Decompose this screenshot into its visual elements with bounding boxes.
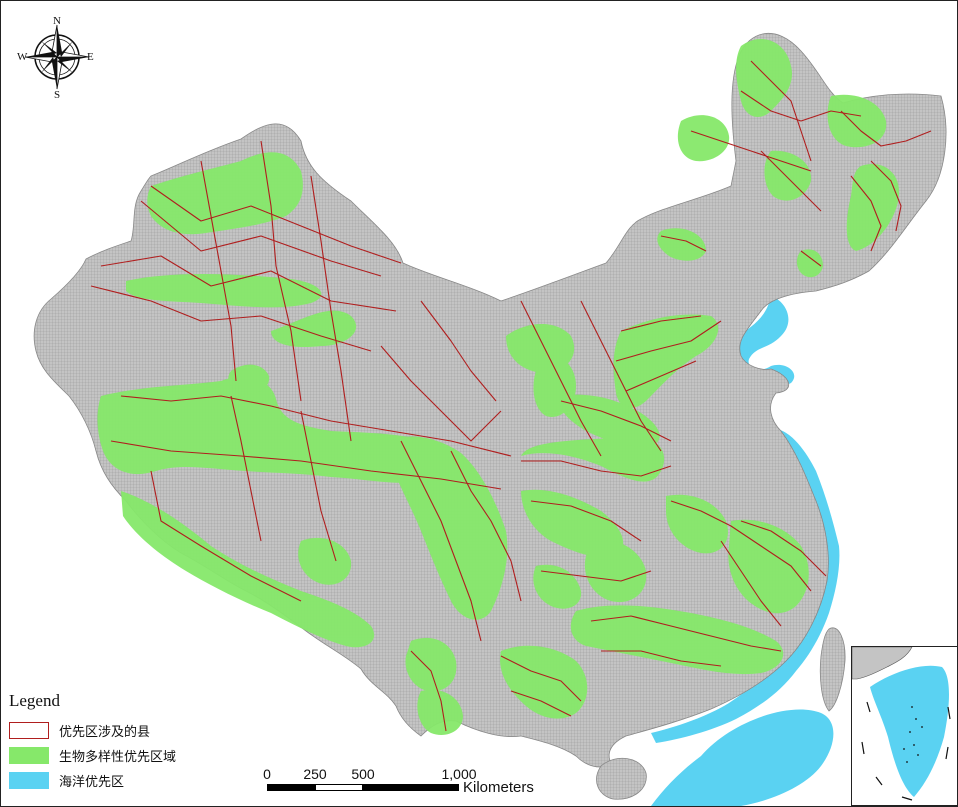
scale-segment xyxy=(363,784,459,791)
county-boundaries xyxy=(90,60,932,732)
scale-tick: 1,000 xyxy=(441,766,477,782)
scale-segment xyxy=(315,784,363,791)
legend-item-biodiversity: 生物多样性优先区域 xyxy=(9,744,249,766)
scale-tick: 250 xyxy=(303,766,327,782)
compass-west-label: W xyxy=(17,51,28,63)
biodiversity-swatch xyxy=(9,746,49,764)
county-boundary-swatch xyxy=(9,721,49,739)
scale-segment xyxy=(267,784,315,791)
legend-item-marine: 海洋优先区 xyxy=(9,769,249,791)
scale-unit-label: Kilometers xyxy=(463,779,534,796)
legend: Legend 优先区涉及的县 生物多样性优先区域 海洋优先区 xyxy=(9,691,249,794)
compass-rose xyxy=(24,24,90,90)
scale-tick: 0 xyxy=(263,766,271,782)
taiwan-island xyxy=(819,627,846,712)
legend-label: 海洋优先区 xyxy=(59,774,125,790)
inset-map xyxy=(852,647,951,801)
compass-south-label: S xyxy=(54,89,61,101)
compass-east-label: E xyxy=(87,51,94,63)
hainan-island xyxy=(596,757,647,800)
scale-tick: 500 xyxy=(351,766,375,782)
legend-label: 优先区涉及的县 xyxy=(59,724,151,740)
legend-item-county: 优先区涉及的县 xyxy=(9,719,249,741)
south-china-sea-inset xyxy=(851,646,957,806)
marine-swatch xyxy=(9,771,49,789)
legend-label: 生物多样性优先区域 xyxy=(59,749,177,765)
scale-bar: 0 250 500 1,000 Kilometers xyxy=(263,766,563,806)
compass-north-label: N xyxy=(53,15,61,27)
legend-title: Legend xyxy=(9,691,60,710)
